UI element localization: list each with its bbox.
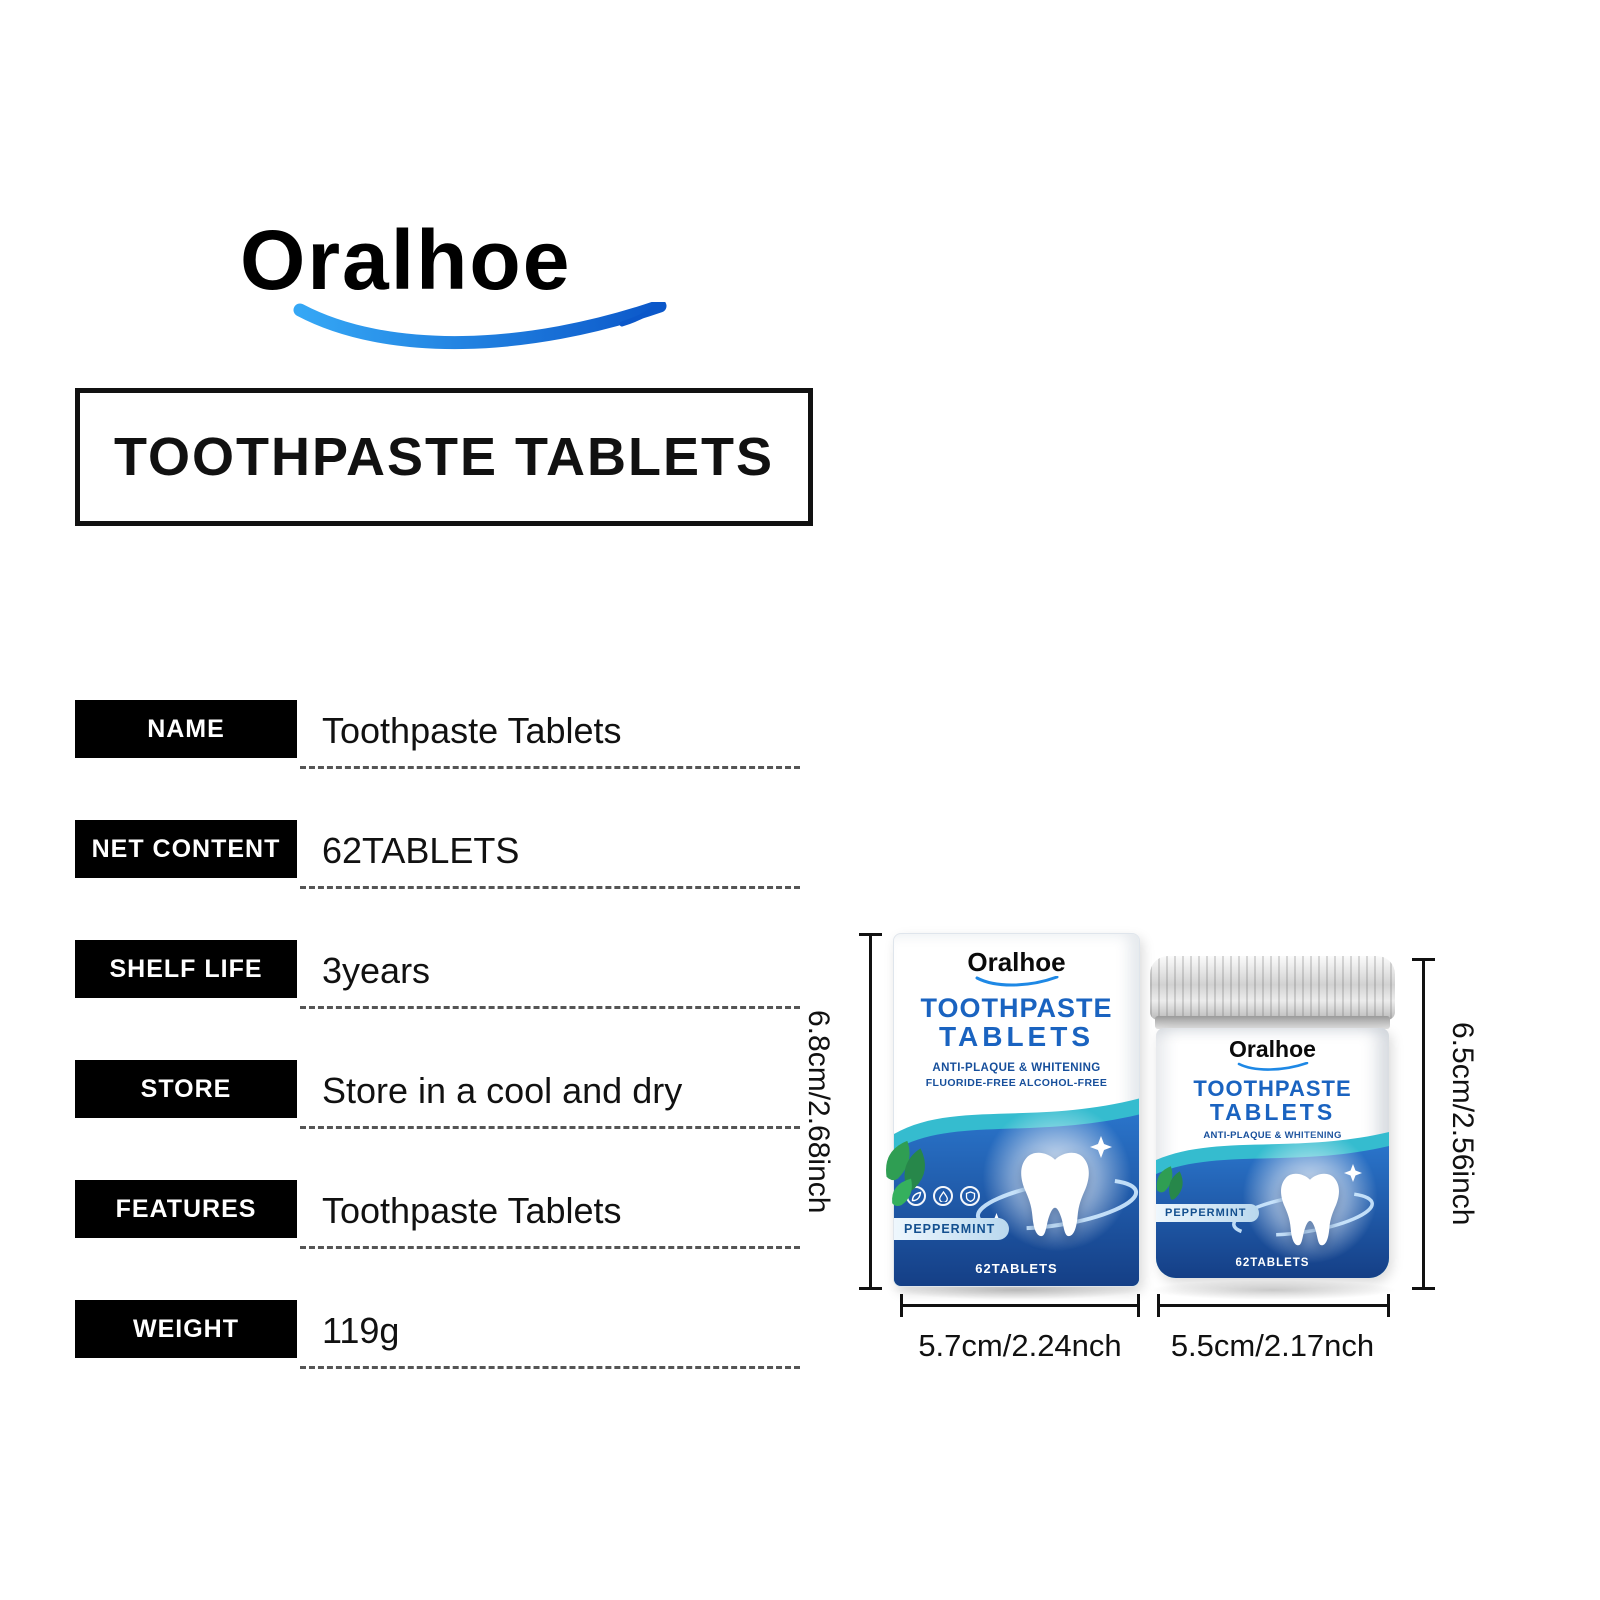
spec-row-shelf-life: SHELF LIFE 3years	[75, 940, 800, 1010]
jar-flavor-badge: PEPPERMINT	[1156, 1204, 1259, 1222]
spec-row-name: NAME Toothpaste Tablets	[75, 700, 800, 770]
spec-label-name: NAME	[75, 700, 297, 758]
jar-title-line1: TOOTHPASTE	[1193, 1076, 1352, 1101]
brand-logo: Oralhoe	[240, 218, 670, 358]
spec-label-net-content: NET CONTENT	[75, 820, 297, 878]
jar-lid	[1150, 956, 1395, 1020]
mint-leaf-icon	[1156, 1166, 1183, 1200]
tooth-icon	[1281, 1173, 1339, 1246]
spec-value-name: Toothpaste Tablets	[300, 696, 800, 769]
spec-value-shelf-life: 3years	[300, 936, 800, 1009]
spec-row-weight: WEIGHT 119g	[75, 1300, 800, 1370]
box-subtitle2: FLUORIDE-FREE ALCOHOL-FREE	[925, 1076, 1108, 1089]
box-flavor-badge: PEPPERMINT	[894, 1218, 1010, 1240]
box-subtitle1: ANTI-PLAQUE & WHITENING	[932, 1061, 1101, 1074]
mint-leaf-icon	[886, 1140, 926, 1207]
sparkle-icon	[1090, 1136, 1112, 1158]
spec-value-features: Toothpaste Tablets	[300, 1176, 800, 1249]
product-jar: Oralhoe TOOTHPASTE TABLETS ANTI-PLAQUE &…	[1150, 956, 1395, 1290]
brand-logo-text: Oralhoe	[240, 213, 572, 307]
spec-row-store: STORE Store in a cool and dry	[75, 1060, 800, 1130]
spec-value-net-content: 62TABLETS	[300, 816, 800, 889]
box-brand-text: Oralhoe	[967, 947, 1066, 977]
jar-title-line2: TABLETS	[1209, 1099, 1336, 1126]
sparkle-icon	[1344, 1164, 1362, 1182]
box-height-label: 6.8cm/2.68inch	[802, 1009, 835, 1214]
shield-icon	[960, 1186, 980, 1206]
jar-subtitle1: ANTI-PLAQUE & WHITENING	[1203, 1130, 1342, 1142]
jar-brand-text: Oralhoe	[1229, 1036, 1316, 1062]
spec-label-weight: WEIGHT	[75, 1300, 297, 1358]
box-title-line2: TABLETS	[938, 1021, 1095, 1053]
box-height-line	[859, 933, 882, 1290]
spec-value-weight: 119g	[300, 1296, 800, 1369]
spec-label-features: FEATURES	[75, 1180, 297, 1238]
main-title-box: TOOTHPASTE TABLETS	[75, 388, 813, 526]
droplet-icon	[933, 1186, 953, 1206]
jar-lid-rim	[1155, 1016, 1390, 1029]
box-smile-swoosh-icon	[975, 976, 1058, 987]
box-title-line1: TOOTHPASTE	[920, 993, 1113, 1023]
jar-height-line	[1412, 958, 1435, 1290]
box-width-line	[900, 1294, 1140, 1317]
box-count-text: 62TABLETS	[975, 1261, 1058, 1276]
jar-body-label: Oralhoe TOOTHPASTE TABLETS ANTI-PLAQUE &…	[1156, 1028, 1389, 1278]
product-box: Oralhoe TOOTHPASTE TABLETS ANTI-PLAQUE &…	[886, 933, 1140, 1287]
spec-row-net-content: NET CONTENT 62TABLETS	[75, 820, 800, 890]
spec-label-shelf-life: SHELF LIFE	[75, 940, 297, 998]
jar-width-line	[1157, 1294, 1390, 1317]
main-title: TOOTHPASTE TABLETS	[113, 427, 774, 487]
box-front-panel: Oralhoe TOOTHPASTE TABLETS ANTI-PLAQUE &…	[893, 933, 1140, 1287]
tooth-icon	[1021, 1152, 1089, 1237]
box-width-label: 5.7cm/2.24nch	[918, 1328, 1122, 1363]
smile-swoosh-icon	[293, 302, 667, 349]
spec-label-store: STORE	[75, 1060, 297, 1118]
spec-row-features: FEATURES Toothpaste Tablets	[75, 1180, 800, 1250]
spec-value-store: Store in a cool and dry	[300, 1056, 800, 1129]
jar-shadow	[1148, 1280, 1398, 1300]
jar-width-label: 5.5cm/2.17nch	[1170, 1328, 1375, 1363]
jar-smile-swoosh-icon	[1237, 1062, 1308, 1071]
jar-height-label: 6.5cm/2.56inch	[1446, 1022, 1479, 1226]
jar-count-text: 62TABLETS	[1235, 1257, 1310, 1269]
